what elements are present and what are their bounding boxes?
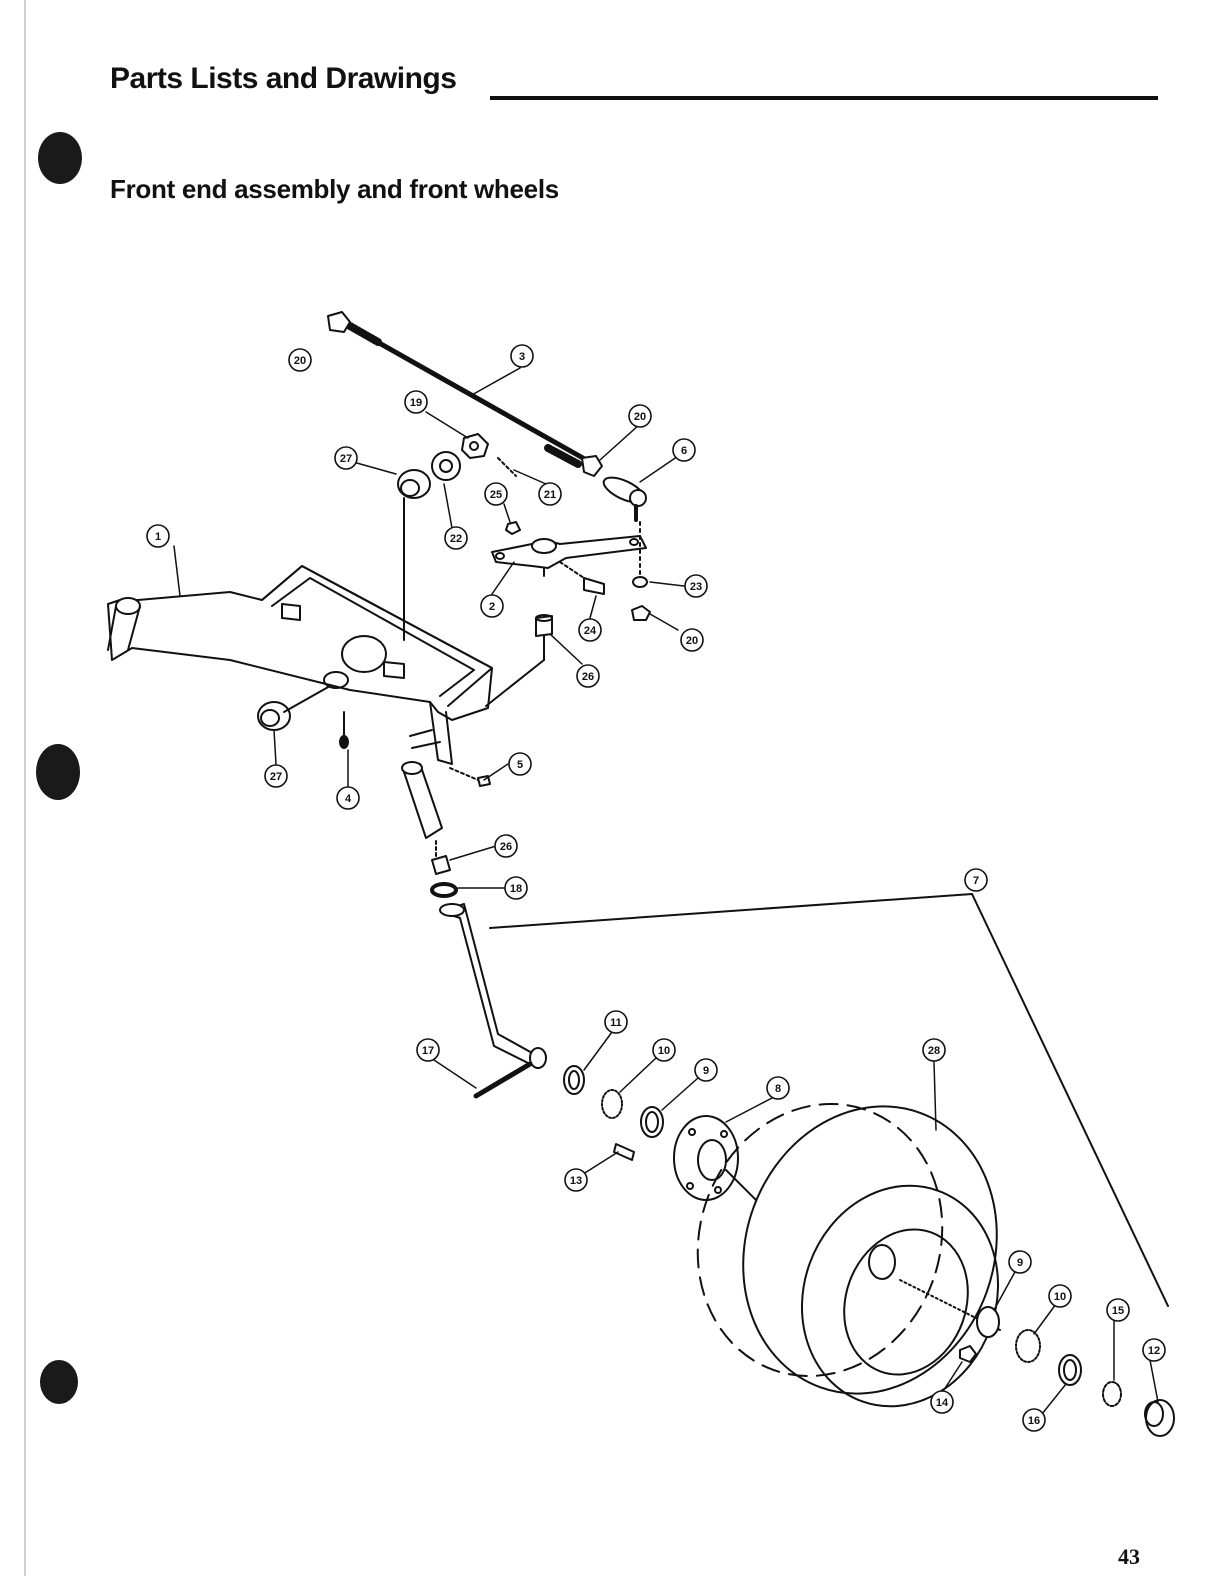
callout-17-18: 17 <box>417 1039 439 1061</box>
callout-13-14: 13 <box>565 1169 587 1191</box>
callout-label: 23 <box>690 581 702 593</box>
callout-20-23: 20 <box>681 629 703 651</box>
page-number: 43 <box>1118 1544 1140 1570</box>
callout-25-28: 25 <box>485 483 507 505</box>
callout-label: 9 <box>703 1065 709 1077</box>
callout-layer: 1234567899101011121314151617181920202021… <box>147 345 1165 1431</box>
callout-label: 16 <box>1028 1415 1040 1427</box>
callout-label: 6 <box>681 445 687 457</box>
callout-label: 1 <box>155 531 161 543</box>
callout-label: 7 <box>973 875 979 887</box>
callout-label: 26 <box>500 841 512 853</box>
callout-9-8: 9 <box>695 1059 717 1081</box>
bushings-and-spindle <box>258 470 972 1096</box>
callout-1-0: 1 <box>147 525 169 547</box>
callout-8-7: 8 <box>767 1077 789 1099</box>
callout-26-30: 26 <box>495 835 517 857</box>
callout-label: 11 <box>610 1017 622 1029</box>
callout-label: 15 <box>1112 1305 1124 1317</box>
callout-label: 21 <box>544 489 556 501</box>
callout-label: 20 <box>294 355 306 367</box>
callout-27-31: 27 <box>335 447 357 469</box>
callout-21-24: 21 <box>539 483 561 505</box>
callout-20-22: 20 <box>629 405 651 427</box>
callout-11-12: 11 <box>605 1011 627 1033</box>
callout-28-33: 28 <box>923 1039 945 1061</box>
callout-label: 25 <box>490 489 502 501</box>
callout-label: 17 <box>422 1045 434 1057</box>
callout-label: 20 <box>686 635 698 647</box>
callout-15-16: 15 <box>1107 1299 1129 1321</box>
callout-label: 9 <box>1017 1257 1023 1269</box>
callout-label: 10 <box>1054 1291 1066 1303</box>
callout-7-6: 7 <box>965 869 987 891</box>
callout-19-20: 19 <box>405 391 427 413</box>
callout-label: 28 <box>928 1045 940 1057</box>
callout-label: 12 <box>1148 1345 1160 1357</box>
callout-5-4: 5 <box>509 753 531 775</box>
callout-18-19: 18 <box>505 877 527 899</box>
callout-label: 22 <box>450 533 462 545</box>
steering-arm <box>492 522 650 636</box>
callout-9-9: 9 <box>1009 1251 1031 1273</box>
callout-4-3: 4 <box>337 787 359 809</box>
callout-label: 27 <box>340 453 352 465</box>
callout-label: 18 <box>510 883 522 895</box>
callout-26-29: 26 <box>577 665 599 687</box>
callout-label: 26 <box>582 671 594 683</box>
callout-22-25: 22 <box>445 527 467 549</box>
callout-label: 2 <box>489 601 495 613</box>
callout-label: 5 <box>517 759 523 771</box>
callout-label: 4 <box>345 793 352 805</box>
front-axle-main <box>108 566 492 764</box>
callout-27-32: 27 <box>265 765 287 787</box>
callout-6-5: 6 <box>673 439 695 461</box>
callout-label: 13 <box>570 1175 582 1187</box>
callout-3-2: 3 <box>511 345 533 367</box>
callout-label: 24 <box>584 625 597 637</box>
callout-24-27: 24 <box>579 619 601 641</box>
callout-label: 19 <box>410 397 422 409</box>
hub-and-wheel <box>564 894 1174 1436</box>
callout-23-26: 23 <box>685 575 707 597</box>
callout-10-10: 10 <box>653 1039 675 1061</box>
callout-label: 10 <box>658 1045 670 1057</box>
callout-label: 27 <box>270 771 282 783</box>
callout-20-21: 20 <box>289 349 311 371</box>
callout-label: 20 <box>634 411 646 423</box>
callout-14-15: 14 <box>931 1391 953 1413</box>
callout-16-17: 16 <box>1023 1409 1045 1431</box>
callout-2-1: 2 <box>481 595 503 617</box>
callout-label: 8 <box>775 1083 781 1095</box>
callout-12-13: 12 <box>1143 1339 1165 1361</box>
callout-label: 14 <box>936 1397 949 1409</box>
callout-10-11: 10 <box>1049 1285 1071 1307</box>
callout-label: 3 <box>519 351 525 363</box>
